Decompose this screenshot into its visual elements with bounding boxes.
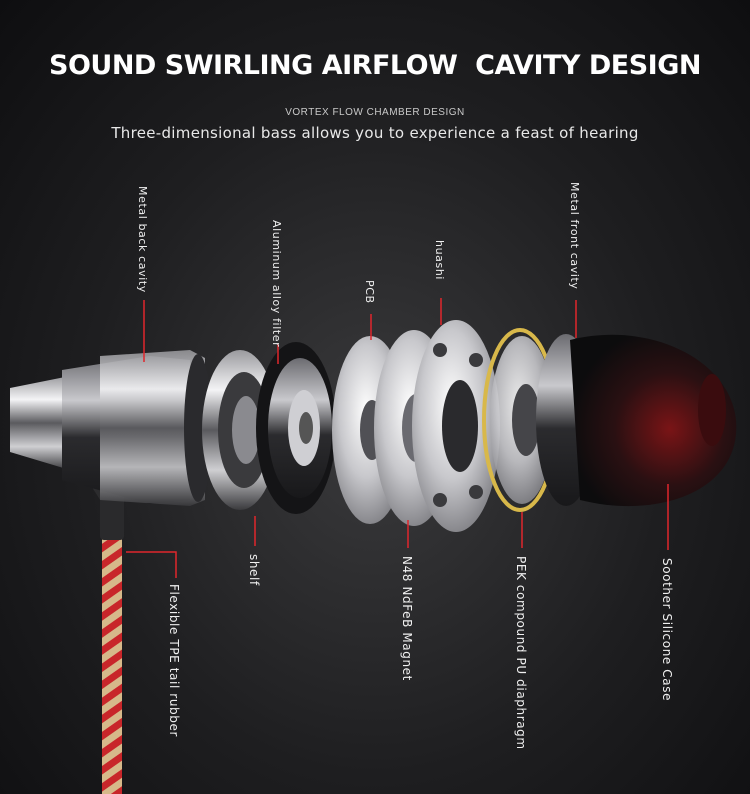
shelf-graphic (202, 350, 278, 510)
label-magnet: N48 NdFeB Magnet (400, 556, 414, 681)
label-pcb: PCB (363, 280, 376, 304)
page-title: SOUND SWIRLING AIRFLOW CAVITY DESIGN (49, 50, 701, 81)
page-tagline: Three-dimensional bass allows you to exp… (111, 124, 639, 142)
label-metal-back-cavity: Metal back cavity (136, 186, 149, 293)
label-diaphragm: PEK compound PU diaphragm (514, 556, 528, 750)
label-silicone-case: Soother Silicone Case (660, 558, 674, 702)
page-subtitle: VORTEX FLOW CHAMBER DESIGN (285, 107, 465, 118)
leader-lines (126, 298, 669, 578)
front-cavity-graphic (536, 334, 737, 507)
label-aluminum-filter: Aluminum alloy filter (270, 220, 283, 348)
label-metal-front-cavity: Metal front cavity (568, 182, 581, 290)
cable-graphic (89, 472, 124, 794)
back-cavity-graphic (10, 350, 212, 506)
label-huashi: huashi (433, 240, 446, 281)
label-tail-rubber: Flexible TPE tail rubber (167, 584, 181, 737)
aluminum-filter-graphic (256, 342, 336, 514)
label-shelf: shelf (247, 554, 261, 586)
huashi-graphic (412, 320, 500, 532)
